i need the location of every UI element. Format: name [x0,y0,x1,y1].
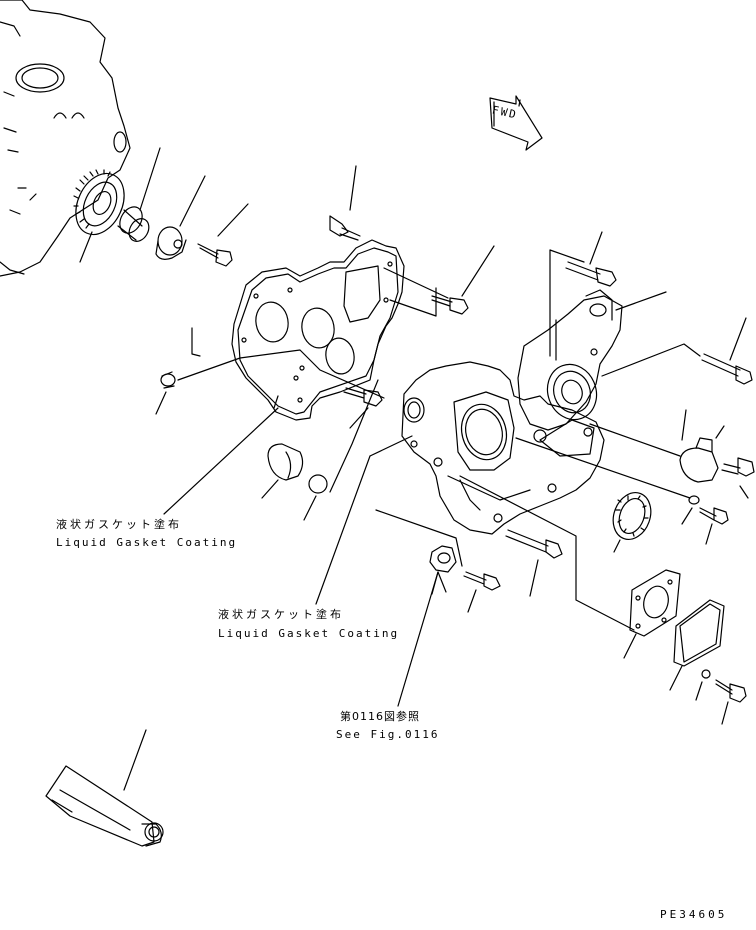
gasket-tube [45,729,164,847]
leader-center-end [369,435,413,457]
bracket-clip [375,509,463,707]
callout-left-jp: 液状ガスケット塗布 [56,518,182,531]
washer-bolt-group [515,437,729,545]
dowel-pin [155,327,385,415]
gasket-bolt-top [329,165,361,241]
long-bolts-bottom [463,529,563,613]
sensor-unit [589,409,755,499]
callout-center-jp: 液状ガスケット塗布 [218,608,344,621]
drawing-code: PE34605 [660,908,728,921]
engine-block [0,0,131,277]
callout-left-en: Liquid Gasket Coating [56,536,238,549]
timing-gasket [231,239,405,421]
pump-housing [517,289,667,431]
callout-ref-en: See Fig.0116 [336,728,440,741]
long-bolt-top [549,231,617,361]
front-cover [401,361,605,535]
callout-center-en: Liquid Gasket Coating [218,627,400,640]
fwd-arrow-icon [489,95,543,151]
cover-bolts [695,669,747,725]
cover-plate [459,475,725,691]
cover-plug [261,379,379,521]
callout-ref-jp: 第0116図参照 [340,710,420,723]
leader-center [315,455,371,605]
gasket-bolt-right [383,245,495,317]
leader-left-tip [273,395,279,409]
long-bolt-right [601,317,753,385]
cam-gear [73,169,125,236]
leader-left [163,407,279,515]
bushing-parts [117,147,249,267]
oil-seal [612,492,652,553]
